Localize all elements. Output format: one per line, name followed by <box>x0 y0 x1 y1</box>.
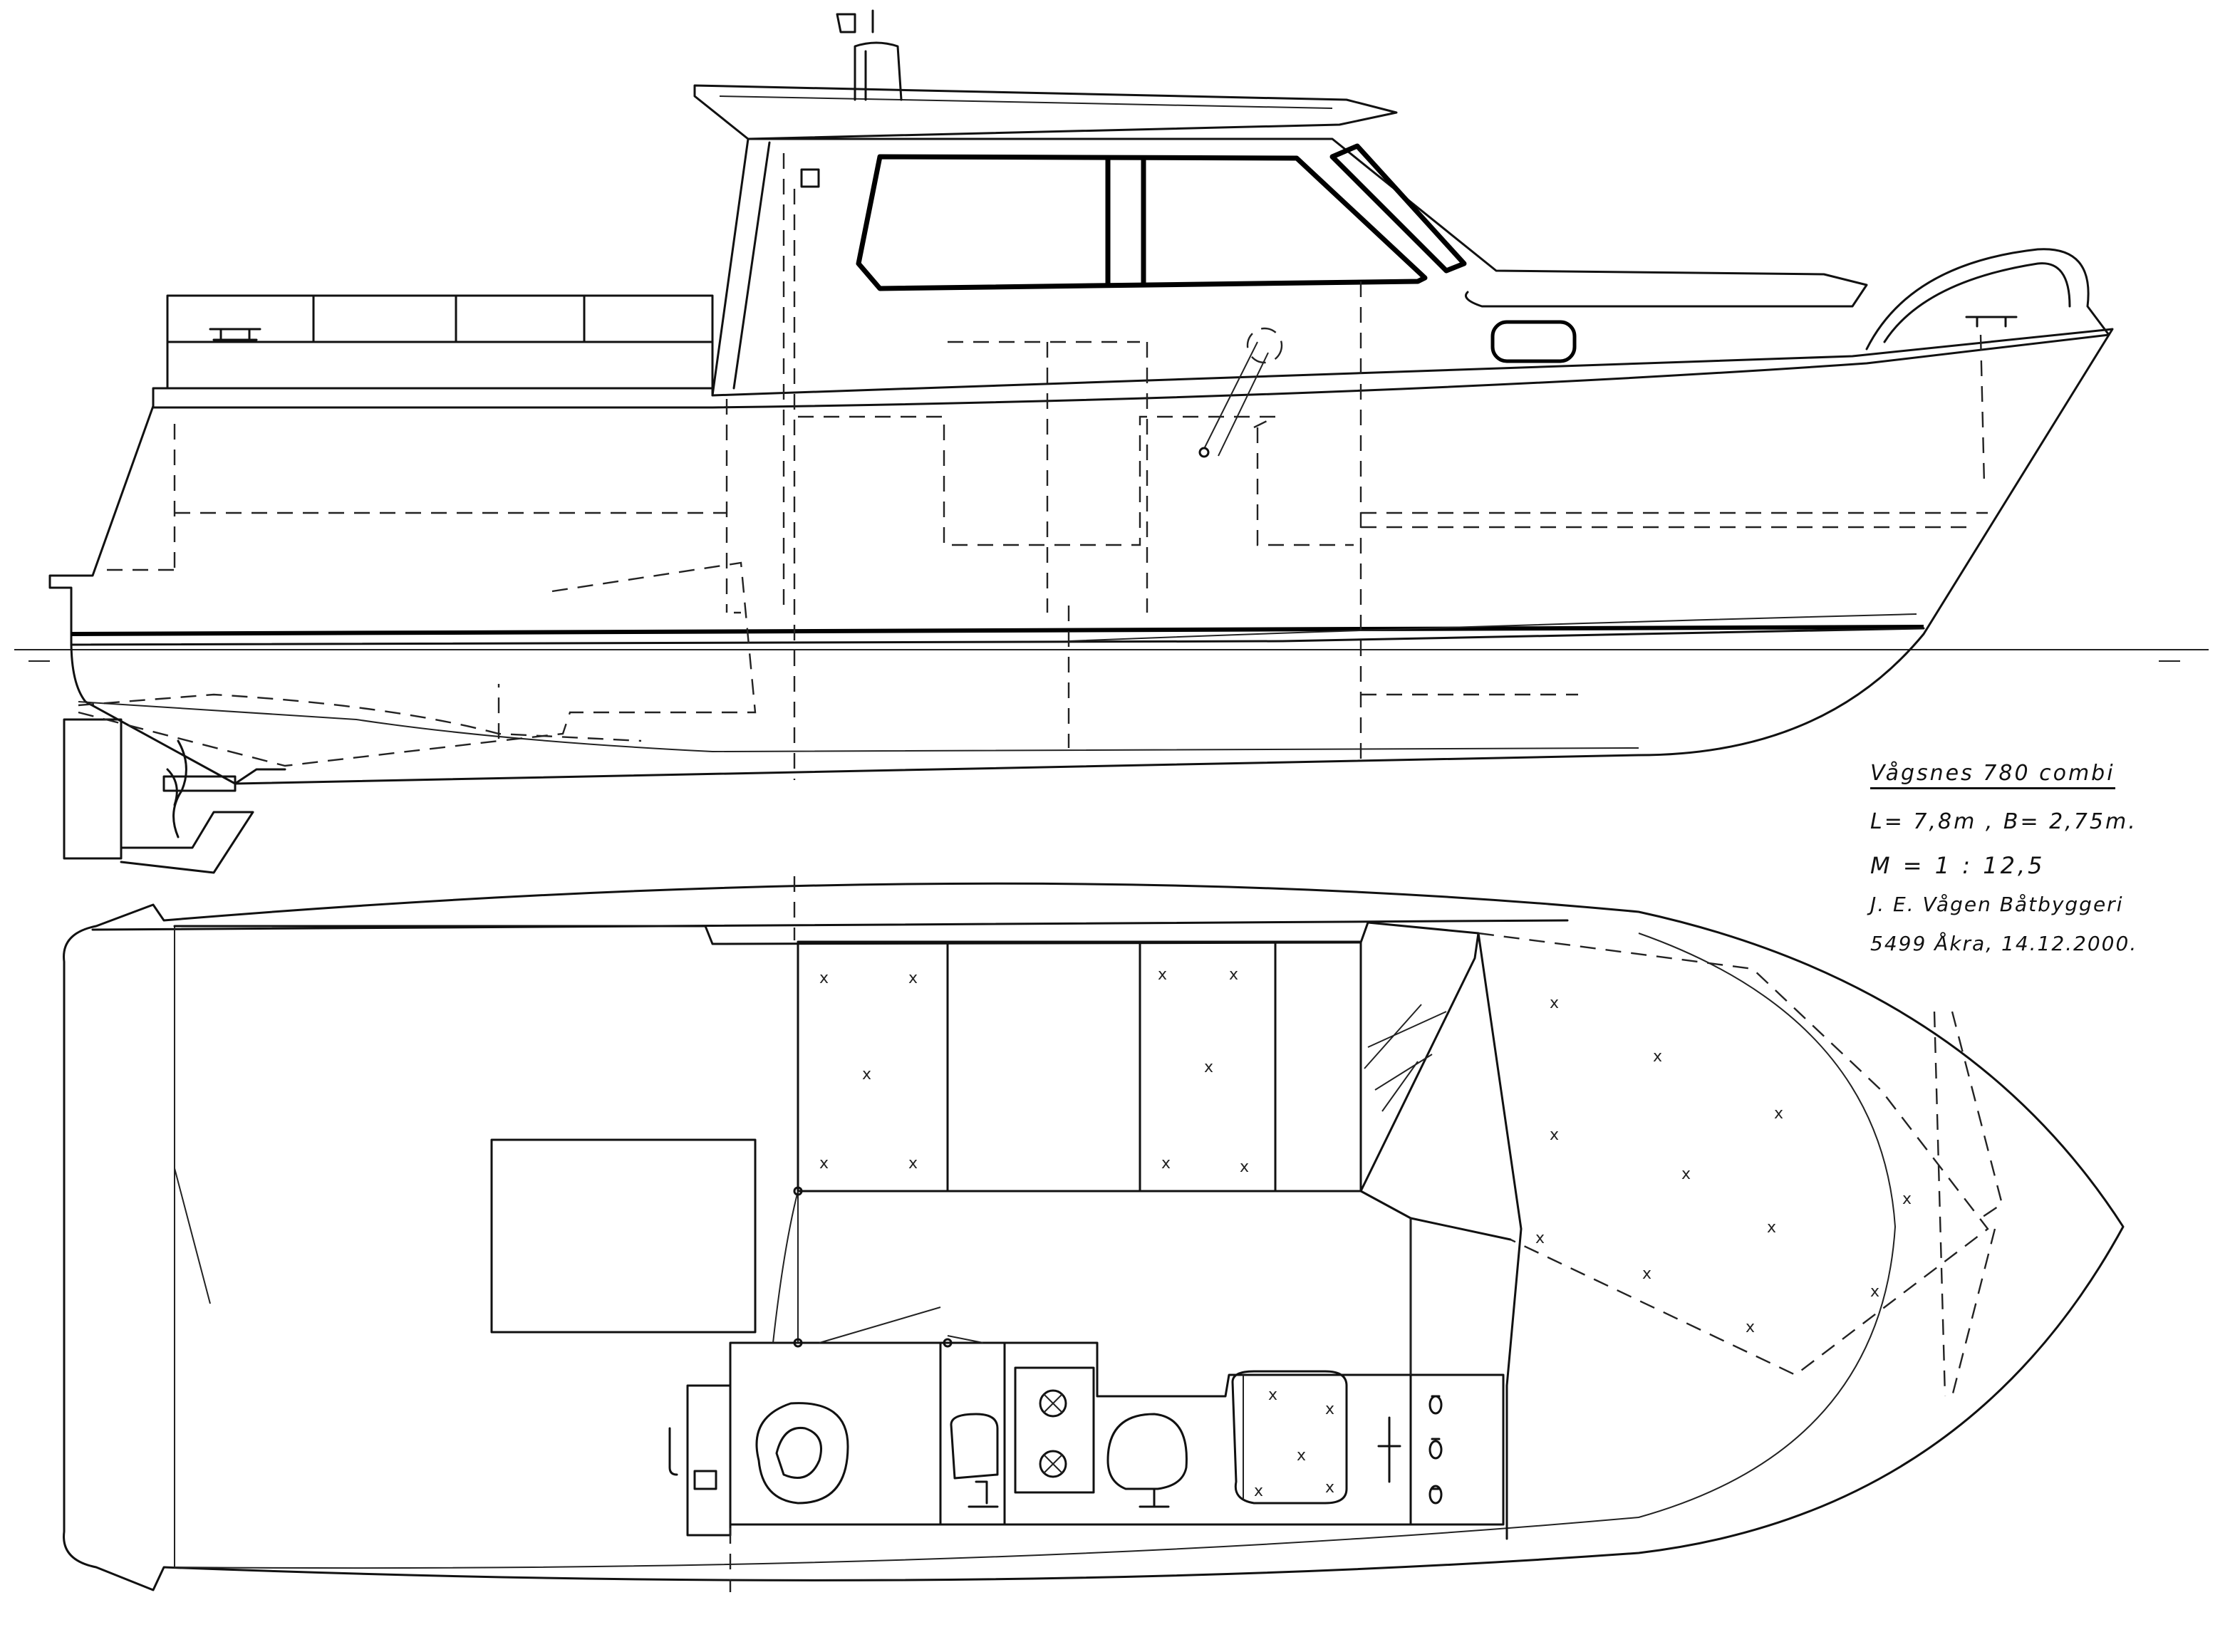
svg-text:x: x <box>862 1066 871 1084</box>
svg-text:x: x <box>1325 1401 1334 1418</box>
svg-text:x: x <box>1240 1158 1249 1176</box>
deck-plan-outline <box>63 882 2125 1591</box>
hull-outline <box>48 328 2114 785</box>
svg-text:x: x <box>1535 1230 1545 1247</box>
sheer-line <box>152 333 2110 409</box>
svg-text:x: x <box>1681 1165 1691 1183</box>
aft-rail <box>166 294 714 390</box>
galley-counter <box>729 1217 1505 1526</box>
cleat-aft <box>209 328 261 341</box>
svg-text:x: x <box>1229 966 1238 984</box>
svg-text:x: x <box>1204 1059 1213 1076</box>
stove <box>1014 1366 1095 1494</box>
svg-text:x: x <box>1653 1048 1662 1066</box>
svg-text:x: x <box>1325 1479 1334 1497</box>
porthole <box>1490 320 1577 363</box>
svg-text:x: x <box>1767 1219 1776 1237</box>
svg-text:x: x <box>819 1155 829 1173</box>
svg-text:x: x <box>1774 1105 1783 1123</box>
svg-text:x: x <box>1550 1126 1559 1144</box>
builder-label: J. E. Vågen Båtbyggeri <box>1870 893 2124 916</box>
cushion-marks: x x x x x x x x x x x x x x x x x x x x x x x x x x <box>819 966 1912 1500</box>
svg-text:x: x <box>1746 1319 1755 1336</box>
svg-text:x: x <box>1550 994 1559 1012</box>
svg-text:x: x <box>1297 1447 1306 1465</box>
svg-text:x: x <box>1870 1283 1879 1301</box>
steering-lever <box>1203 341 1269 457</box>
scale-label: M = 1 : 12,5 <box>1870 852 2045 879</box>
dimensions-label: L= 7,8m , B= 2,75m. <box>1870 809 2137 834</box>
place-date-label: 5499 Åkra, 14.12.2000. <box>1870 932 2138 955</box>
sink <box>950 1413 999 1480</box>
cleat-bow <box>1965 316 2018 328</box>
svg-text:x: x <box>1642 1265 1651 1283</box>
steering-console <box>668 1384 732 1537</box>
side-profile-view <box>14 9 2209 874</box>
svg-text:x: x <box>1268 1386 1277 1404</box>
front-window <box>1329 143 1467 274</box>
toilet <box>755 1402 849 1505</box>
small-vent <box>800 168 820 188</box>
forward-berth <box>1359 932 1512 1241</box>
mast <box>854 41 903 101</box>
deck-plan-view: x x x x x x x x x x x x x x x x x x x x x x x x x x <box>63 876 2125 1592</box>
svg-text:x: x <box>1254 1482 1263 1500</box>
transom-bracket <box>63 718 254 874</box>
svg-text:x: x <box>1902 1190 1912 1208</box>
model-name: Vågsnes 780 combi <box>1870 761 2115 789</box>
svg-text:x: x <box>1161 1155 1171 1173</box>
deck-hatch <box>490 1138 757 1334</box>
wheelhouse <box>711 137 1868 397</box>
cabin-roof <box>693 84 1398 140</box>
svg-text:x: x <box>1158 966 1167 984</box>
svg-text:x: x <box>908 1155 918 1173</box>
seat-cushion-2 <box>946 940 1141 1193</box>
svg-text:x: x <box>908 970 918 987</box>
side-window <box>856 154 1428 291</box>
bow-rail <box>1865 248 2110 350</box>
propeller <box>162 739 237 838</box>
svg-text:x: x <box>819 970 829 987</box>
